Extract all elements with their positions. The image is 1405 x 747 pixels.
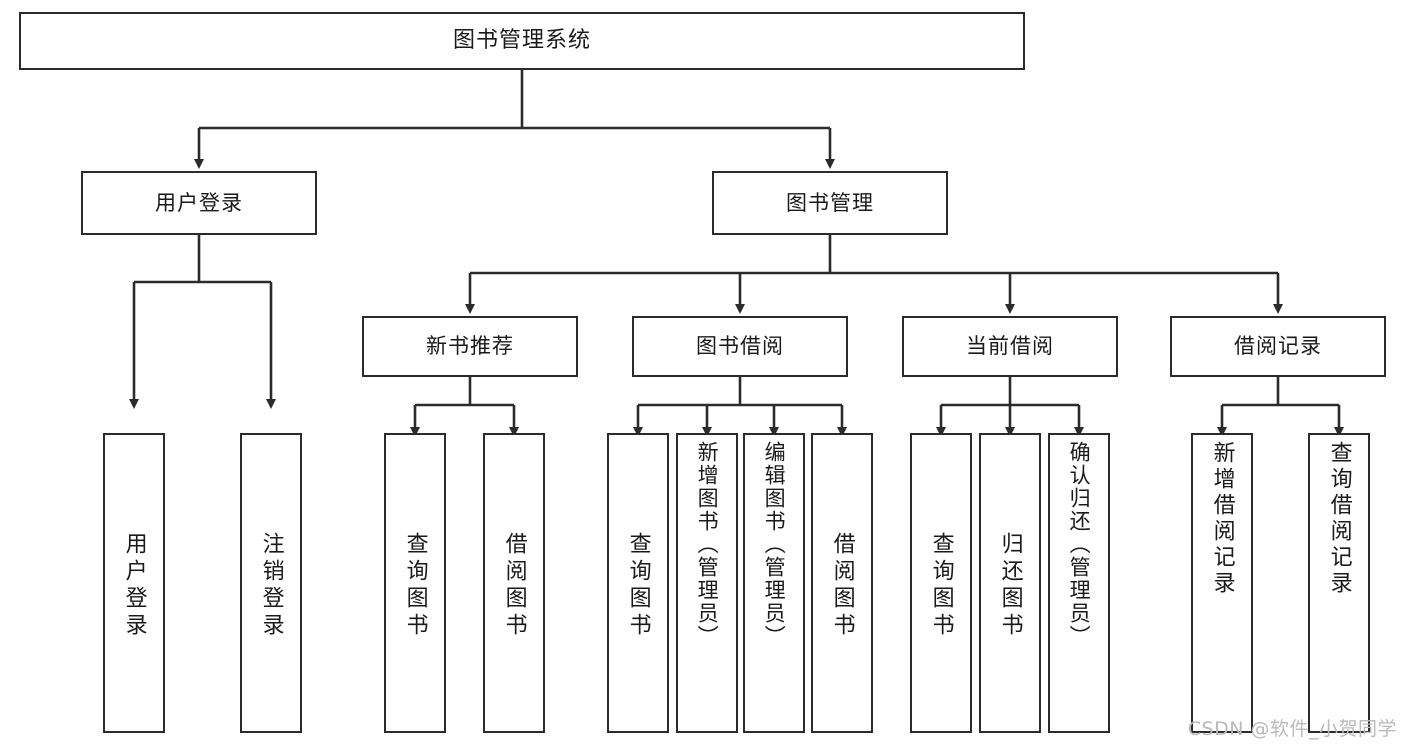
leaf-current-borrow-return-book[interactable]: 归还图书 (979, 433, 1041, 733)
node-label: 当前借阅 (966, 334, 1054, 359)
node-borrowing-record[interactable]: 借阅记录 (1170, 316, 1386, 377)
node-root-book-management-system[interactable]: 图书管理系统 (19, 12, 1025, 70)
leaf-current-borrow-confirm-return-admin[interactable]: 确认归还（管理员） (1048, 433, 1110, 733)
leaf-new-book-query-book[interactable]: 查询图书 (384, 433, 446, 733)
node-label: 查询借阅记录 (1326, 441, 1352, 597)
leaf-user-login-login[interactable]: 用户登录 (103, 433, 165, 733)
node-label: 归还图书 (997, 532, 1023, 640)
leaf-borrow-record-query-record[interactable]: 查询借阅记录 (1308, 433, 1370, 733)
node-current-borrowing[interactable]: 当前借阅 (902, 316, 1118, 377)
node-label: 查询图书 (625, 532, 651, 640)
node-label: 编辑图书（管理员） (762, 441, 787, 648)
node-label: 新增图书（管理员） (695, 441, 720, 648)
node-label: 查询图书 (402, 532, 428, 640)
node-label: 图书借阅 (696, 334, 784, 359)
leaf-borrow-book-query-book[interactable]: 查询图书 (607, 433, 669, 733)
node-label: 用户登录 (155, 190, 243, 215)
node-label: 用户登录 (121, 532, 147, 640)
leaf-new-book-borrow-book[interactable]: 借阅图书 (483, 433, 545, 733)
node-new-book-recommendation[interactable]: 新书推荐 (362, 316, 578, 377)
leaf-borrow-book-edit-book-admin[interactable]: 编辑图书（管理员） (743, 433, 805, 733)
node-book-management[interactable]: 图书管理 (712, 171, 948, 235)
node-label: 图书管理 (786, 190, 874, 215)
leaf-borrow-book-add-book-admin[interactable]: 新增图书（管理员） (676, 433, 738, 733)
leaf-borrow-book-borrow-book[interactable]: 借阅图书 (811, 433, 873, 733)
node-label: 借阅图书 (501, 532, 527, 640)
node-label: 新书推荐 (426, 334, 514, 359)
node-label: 图书管理系统 (452, 28, 591, 54)
node-label: 查询图书 (928, 532, 954, 640)
node-label: 新增借阅记录 (1209, 441, 1235, 597)
node-book-borrowing[interactable]: 图书借阅 (632, 316, 848, 377)
leaf-user-login-logout[interactable]: 注销登录 (240, 433, 302, 733)
node-user-login[interactable]: 用户登录 (81, 171, 317, 235)
node-label: 借阅记录 (1234, 334, 1322, 359)
node-label: 借阅图书 (829, 532, 855, 640)
leaf-borrow-record-add-record[interactable]: 新增借阅记录 (1191, 433, 1253, 733)
leaf-current-borrow-query-book[interactable]: 查询图书 (910, 433, 972, 733)
node-label: 确认归还（管理员） (1067, 441, 1092, 648)
node-label: 注销登录 (258, 532, 284, 640)
